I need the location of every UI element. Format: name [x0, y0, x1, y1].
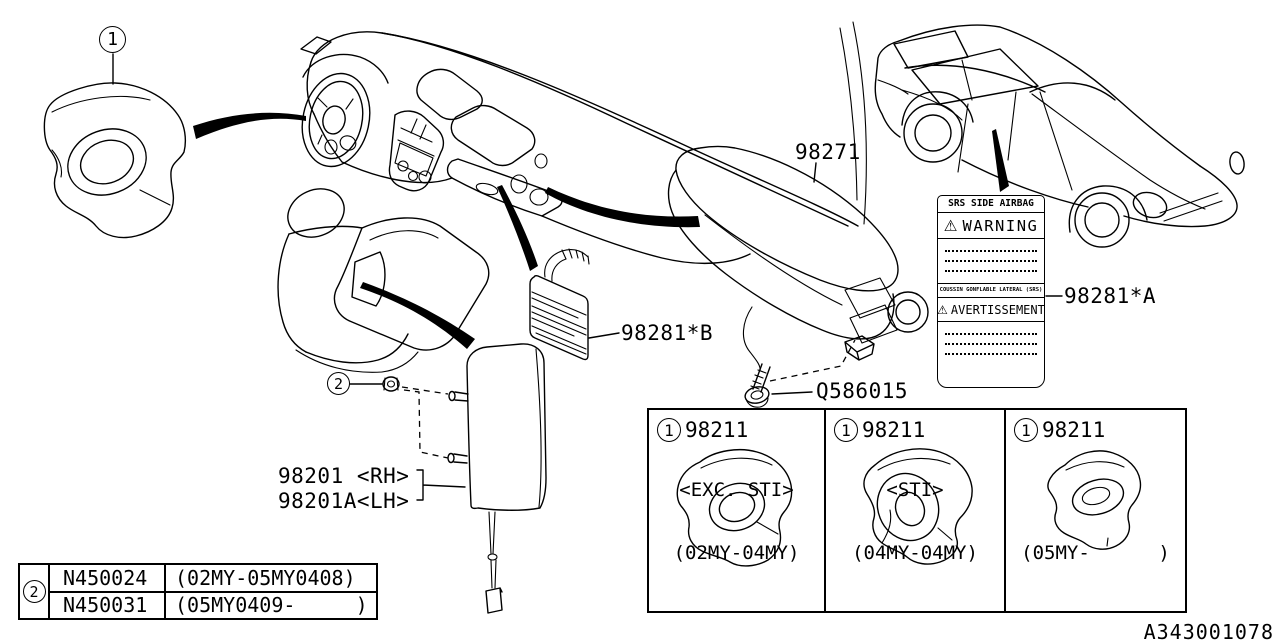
pad-variant: <EXC. STI>: [679, 479, 794, 501]
callout-2-table: 2: [22, 580, 46, 603]
model-range-cell: (05MY0409- ): [175, 593, 368, 618]
label-sticker-b: 98281*B: [621, 321, 714, 345]
pad-part-number: 98211: [685, 418, 749, 442]
leader-arrow-side-airbag: [360, 282, 475, 349]
pad-part-number: 98211: [1042, 418, 1106, 442]
driver-airbag-module-drawing: [43, 53, 187, 239]
diagram-doc-number: A343001078: [1143, 620, 1274, 640]
pad-range: (04MY-04MY): [852, 542, 978, 564]
avertissement-text-lines: [938, 322, 1044, 359]
side-airbag-module-drawing: [349, 343, 547, 614]
fastener-table-ref-cell: 2: [20, 565, 50, 618]
model-range-cell: (02MY-05MY0408): [175, 565, 356, 590]
dotted-text-line: [945, 244, 1037, 252]
leader-arrow-driver-airbag: [193, 112, 306, 139]
part-number-cell: N450031: [50, 592, 166, 618]
label-side-airbag-rh: 98201 <RH>: [278, 464, 410, 488]
callout-1-pad: 1: [834, 418, 858, 442]
warning-label-footer: [938, 359, 1044, 387]
leader-arrow-passenger-airbag: [545, 187, 700, 228]
label-sticker-a: 98281*A: [1064, 284, 1157, 308]
pad-variant-cell: 1 98211 (05MY- ): [1004, 410, 1185, 611]
warning-triangle-icon: ⚠: [937, 302, 948, 317]
warning-triangle-icon: ⚠: [943, 216, 958, 235]
pad-variant-cell: 1 98211 <STI> (04MY-04MY): [824, 410, 1004, 611]
warning-label-header: SRS SIDE AIRBAG: [938, 196, 1044, 213]
bolt-drawing: [744, 363, 813, 408]
callout-1-driver-airbag: 1: [99, 26, 126, 53]
dotted-text-line: [945, 337, 1037, 345]
callout-1-pad: 1: [1014, 418, 1038, 442]
car-drawing: [874, 24, 1245, 248]
label-side-airbag-lh: 98201A<LH>: [278, 489, 410, 513]
callout-2-nut: 2: [327, 372, 350, 395]
pad-sti-drawing: [863, 448, 973, 565]
table-row: N450024 (02MY-05MY0408): [50, 565, 376, 591]
table-row: N450031 (05MY0409- ): [50, 590, 376, 618]
pad-part-number: 98211: [862, 418, 926, 442]
warning-title-row: ⚠ WARNING: [938, 213, 1044, 239]
pad-captions: (05MY- ): [1006, 459, 1185, 606]
french-band: COUSSIN GONFLABLE LATERAL (SRS): [938, 283, 1044, 298]
fastener-table: 2 N450024 (02MY-05MY0408) N450031 (05MY0…: [18, 563, 378, 620]
avertissement-row: ⚠ AVERTISSEMENT: [937, 298, 1045, 322]
sticker-b-drawing: [529, 248, 620, 361]
pad-variant-cell: 1 98211 <EXC. STI> (02MY-04MY): [649, 410, 824, 611]
fastener-table-rows: N450024 (02MY-05MY0408) N450031 (05MY040…: [50, 565, 376, 618]
dotted-text-line: [945, 254, 1037, 262]
pad-range: (05MY- ): [1021, 542, 1170, 564]
warning-text-lines: [938, 239, 1044, 276]
pad-head: 1 98211: [1014, 418, 1105, 442]
seat-drawing: [277, 188, 490, 373]
pad-range: (02MY-04MY): [673, 542, 800, 564]
warning-label-spacer: [938, 276, 1044, 283]
dashboard-drawing: [300, 21, 867, 265]
dotted-text-line: [945, 264, 1037, 272]
dotted-text-line: [945, 347, 1037, 355]
callout-1-pad: 1: [657, 418, 681, 442]
dotted-text-line: [945, 327, 1037, 335]
label-passenger-airbag: 98271: [795, 140, 861, 164]
pad-captions: <STI> (04MY-04MY): [826, 438, 1004, 606]
leader-arrow-warning-label: [992, 129, 1009, 192]
passenger-airbag-module-drawing: [667, 145, 929, 382]
warning-title: WARNING: [962, 216, 1039, 235]
pad-exc-sti-drawing: [676, 449, 793, 567]
pad-05my-drawing: [1047, 450, 1142, 550]
pad-variant: <STI>: [886, 479, 944, 501]
leader-arrow-sticker-b: [497, 185, 538, 271]
pad-captions: <EXC. STI> (02MY-04MY): [649, 438, 824, 606]
avertissement-title: AVERTISSEMENT: [950, 302, 1045, 317]
label-bolt: Q586015: [816, 379, 909, 403]
pad-head: 1 98211: [657, 418, 748, 442]
pad-variant-table: 1 98211 <EXC. STI> (02MY-04MY) 1 98211 <…: [647, 408, 1187, 613]
part-number-cell: N450024: [50, 565, 166, 591]
pad-head: 1 98211: [834, 418, 925, 442]
srs-warning-label: SRS SIDE AIRBAG ⚠ WARNING COUSSIN GONFLA…: [937, 195, 1045, 388]
